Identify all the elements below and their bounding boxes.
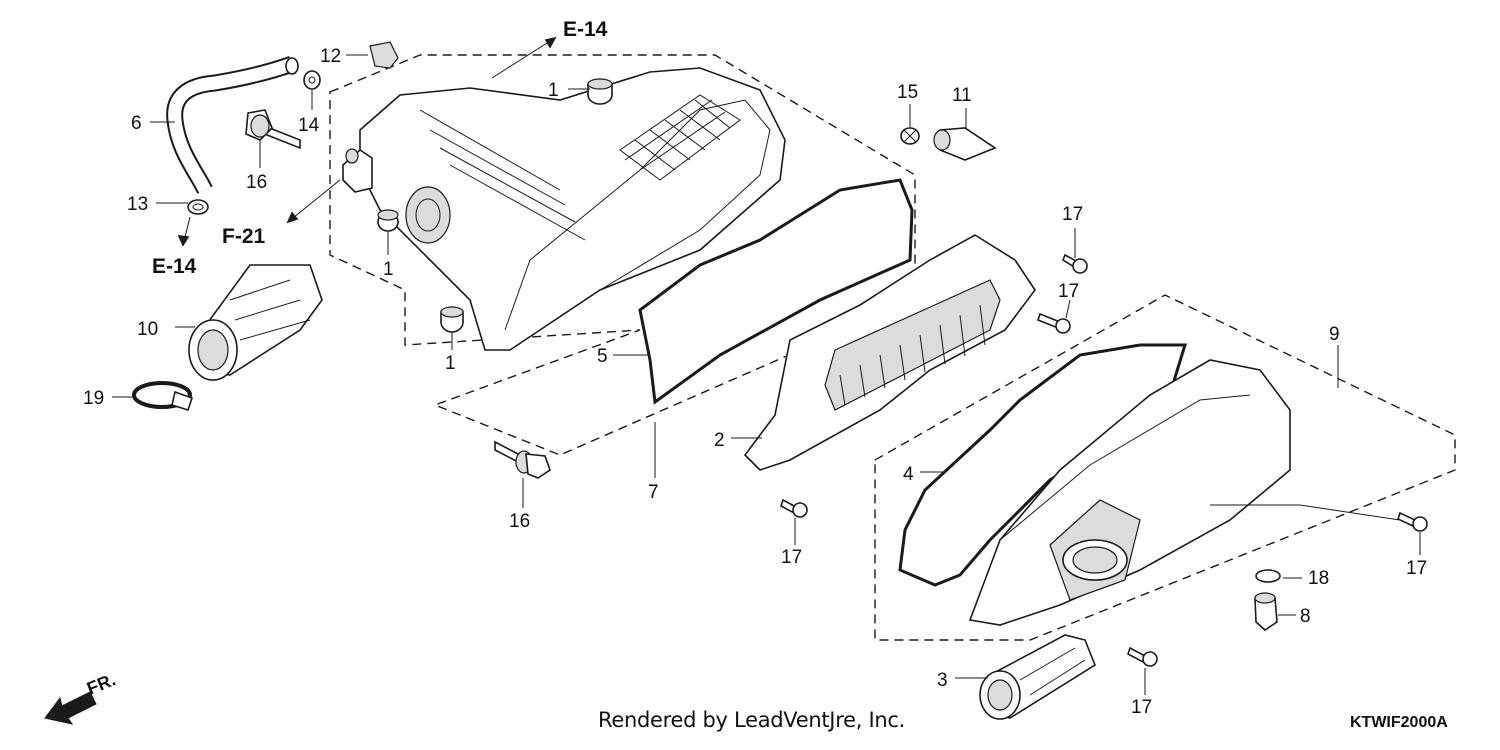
callout-17-a: 17 [1062,204,1083,225]
callout-1-upper: 1 [548,80,559,101]
callout-12: 12 [320,46,341,67]
callout-15: 15 [897,82,918,103]
callout-19: 19 [83,388,104,409]
callout-16-upper: 16 [246,172,267,193]
render-credit: Rendered by LeadVentJre, Inc. [598,708,905,732]
hose-clip-part[interactable] [187,199,209,215]
air-cleaner-element-part[interactable] [743,234,1036,471]
breather-tube-part[interactable] [166,55,299,194]
callout-10: 10 [137,319,158,340]
diagram-code: KTWIF2000A [1350,714,1448,731]
front-label: FR. [84,669,118,698]
washer-part[interactable] [303,70,321,90]
clip-nut-part[interactable] [369,41,399,69]
callout-8: 8 [1300,606,1311,627]
callout-1-lower: 1 [445,353,456,374]
screw-part-4[interactable] [1397,511,1428,532]
callout-13: 13 [127,194,148,215]
grommet-part-middle[interactable] [377,209,399,232]
flange-bolt-part-lower[interactable] [494,440,551,479]
callout-16-lower: 16 [509,511,530,532]
callout-17-d: 17 [1406,558,1427,579]
screw-part-2[interactable] [1037,312,1071,334]
callout-6: 6 [131,113,142,134]
callout-17-b: 17 [1058,281,1079,302]
assembly-outline-9 [874,294,1456,641]
callout-3: 3 [937,670,948,691]
callout-5: 5 [597,346,608,367]
screw-part-3[interactable] [780,498,808,518]
ref-e14-left: E-14 [152,255,197,278]
intake-funnel-part[interactable] [979,634,1096,720]
air-cleaner-cover-part[interactable] [968,359,1291,626]
plug-part-11[interactable] [933,127,997,161]
screw-part-5[interactable] [1127,646,1158,667]
air-cleaner-upper-case[interactable] [342,67,786,351]
grommet-part-upper[interactable] [587,78,613,105]
grommet-part-lower[interactable] [440,306,464,333]
screw-part-1[interactable] [1062,253,1088,274]
connecting-tube-part[interactable] [188,264,323,381]
clip-part-18[interactable] [1255,569,1281,583]
leader-lines [112,36,1421,695]
front-arrow-icon: FR. [44,669,118,725]
callout-18: 18 [1308,568,1329,589]
callout-14: 14 [298,115,320,136]
ref-e14-top: E-14 [563,18,608,41]
callout-4: 4 [903,464,914,485]
case-seal-part[interactable] [638,178,914,405]
ref-f21: F-21 [222,225,266,248]
drain-plug-part-8[interactable] [1254,592,1278,632]
clip-part-15[interactable] [900,127,920,145]
assembly-outline-7 [329,54,916,456]
cover-gasket-part[interactable] [898,343,1188,587]
callout-9: 9 [1329,324,1340,345]
callout-11: 11 [952,85,972,106]
callout-17-e: 17 [1131,697,1152,718]
callout-7: 7 [648,482,659,503]
flange-bolt-part-upper[interactable] [245,109,301,150]
callout-17-c: 17 [781,547,802,568]
tube-band-part[interactable] [132,381,194,411]
callout-2: 2 [714,430,725,451]
callout-1-middle: 1 [383,259,394,280]
